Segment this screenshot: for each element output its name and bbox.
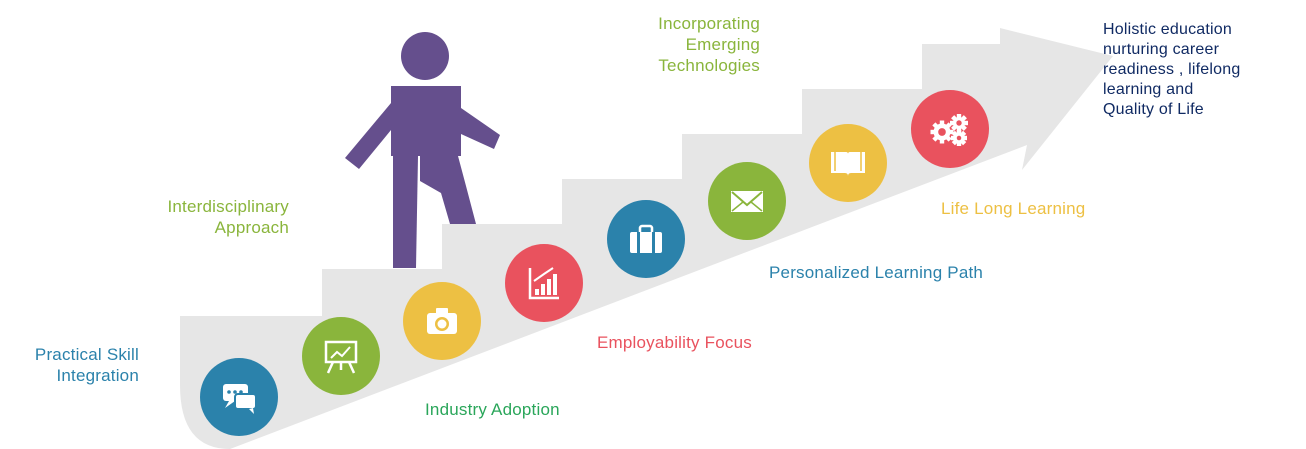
step-circle	[607, 200, 685, 278]
step-icons	[200, 90, 989, 436]
label-holistic-education: Holistic education nurturing career read…	[1103, 20, 1240, 120]
label-life-long-learning: Life Long Learning	[941, 198, 1085, 219]
label-line: nurturing career	[1103, 41, 1220, 58]
step-circle	[809, 124, 887, 202]
label-line: Employability Focus	[597, 333, 752, 352]
step-circle-bg	[911, 90, 989, 168]
label-interdisciplinary-approach: Interdisciplinary Approach	[167, 196, 289, 238]
person-front-leg	[420, 156, 476, 224]
speech-bubbles-icon	[223, 384, 257, 414]
person-back-leg	[393, 156, 418, 268]
person-head	[401, 32, 449, 80]
label-line: Quality of Life	[1103, 101, 1204, 118]
label-line: readiness , lifelong	[1103, 61, 1241, 78]
step-circle	[200, 358, 278, 436]
label-line: Practical Skill	[34, 345, 139, 364]
label-line: Interdisciplinary	[167, 197, 289, 216]
label-line: Holistic education	[1103, 21, 1232, 38]
label-employability-focus: Employability Focus	[597, 332, 752, 353]
label-line: learning and	[1103, 81, 1194, 98]
step-circle	[505, 244, 583, 322]
bar-chart-icon	[528, 267, 559, 300]
presentation-board-icon	[324, 340, 358, 374]
person-body	[345, 86, 500, 169]
step-circle	[302, 317, 380, 395]
label-line: Life Long Learning	[941, 199, 1086, 218]
label-line: Personalized Learning Path	[769, 263, 984, 282]
label-line: Incorporating	[658, 14, 760, 33]
person-figure	[345, 32, 500, 268]
step-circle	[708, 162, 786, 240]
step-circle	[403, 282, 481, 360]
label-industry-adoption: Industry Adoption	[425, 399, 560, 420]
briefcase-icon	[630, 224, 662, 253]
label-emerging-technologies: Incorporating Emerging Technologies	[658, 13, 760, 76]
gears-icon	[930, 114, 968, 146]
step-circle-bg	[505, 244, 583, 322]
label-line: Technologies	[658, 56, 760, 75]
label-line: Emerging	[685, 35, 760, 54]
camera-icon	[427, 308, 457, 334]
envelope-icon	[731, 191, 763, 212]
label-personalized-learning-path: Personalized Learning Path	[769, 262, 983, 283]
label-line: Approach	[214, 218, 289, 237]
label-practical-skill-integration: Practical Skill Integration	[35, 344, 139, 386]
label-line: Industry Adoption	[425, 400, 560, 419]
book-icon	[831, 152, 865, 176]
step-circle	[911, 90, 989, 168]
label-line: Integration	[56, 366, 139, 385]
